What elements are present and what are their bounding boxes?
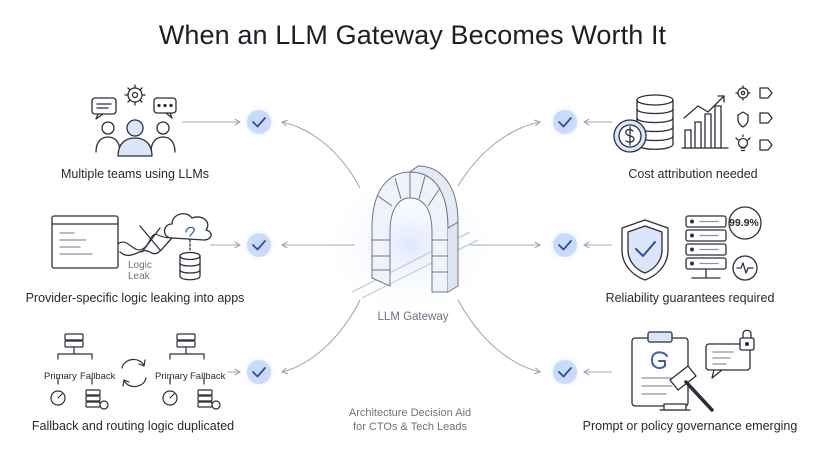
connector-left-bottom xyxy=(280,299,361,375)
connector-left-top xyxy=(280,119,361,189)
reliability-shield-icon xyxy=(621,206,762,281)
check-left-mid xyxy=(241,227,277,263)
check-right-top xyxy=(547,104,583,140)
primary-label-right: Primary xyxy=(155,371,188,382)
uptime-badge: 99.9% xyxy=(729,217,759,229)
page-title: When an LLM Gateway Becomes Worth It xyxy=(158,20,667,50)
label-provider-logic: Provider-specific logic leaking into app… xyxy=(25,291,245,305)
team-chat-icon xyxy=(91,84,177,157)
logic-leak-icon xyxy=(51,213,212,281)
decision-aid-line-1: Architecture Decision Aid xyxy=(348,407,472,419)
gateway-arch-icon xyxy=(351,165,479,299)
check-right-mid xyxy=(547,227,583,263)
fallback-routing-icon xyxy=(50,333,221,410)
label-multiple-teams: Multiple teams using LLMs xyxy=(61,167,209,181)
label-cost-attribution: Cost attribution needed xyxy=(628,167,758,181)
label-fallback-routing: Fallback and routing logic duplicated xyxy=(31,419,235,433)
gateway-label: LLM Gateway xyxy=(377,311,449,323)
logic-leak-label: Logic Leak xyxy=(128,260,152,282)
fallback-label-right: Fallback xyxy=(190,371,226,382)
decision-aid-line-2: for CTOs & Tech Leads xyxy=(353,421,467,433)
governance-gavel-icon xyxy=(631,329,755,412)
fallback-label-left: Fallback xyxy=(80,371,116,382)
label-reliability: Reliability guarantees required xyxy=(605,291,775,305)
check-left-bottom xyxy=(241,354,277,390)
cost-chart-icon xyxy=(613,85,773,153)
label-governance: Prompt or policy governance emerging xyxy=(582,419,798,433)
primary-label-left: Primary xyxy=(44,371,77,382)
connector-right-top xyxy=(457,119,542,187)
connector-lines xyxy=(182,118,612,376)
check-left-top xyxy=(241,104,277,140)
connector-right-bottom xyxy=(457,299,542,375)
check-right-bottom xyxy=(547,354,583,390)
decision-aid-caption: Architecture Decision Aid for CTOs & Tec… xyxy=(349,406,471,434)
